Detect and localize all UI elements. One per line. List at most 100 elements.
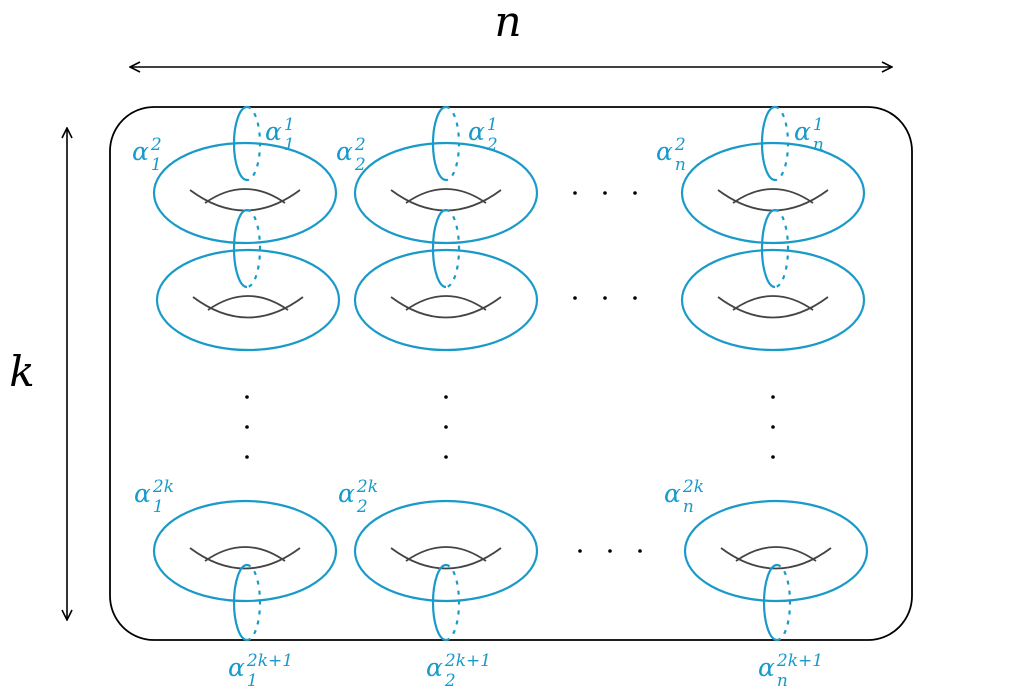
torus-hole-upper [735,546,817,562]
n-label: n [494,0,521,46]
torus [353,141,539,245]
alpha-symbol: α [338,479,355,508]
torus-hole-lower [192,296,304,319]
alpha-curve-front [760,208,776,289]
vertical-ellipsis-dot [245,455,249,459]
torus-hole-upper [732,188,814,204]
torus-hole-lower [717,189,829,212]
alpha-superscript: 2k+1 [246,651,293,671]
alpha-symbol: α [336,137,353,166]
alpha-curve-front [431,208,447,289]
alpha-curve-back [774,105,790,182]
torus [353,248,539,352]
alpha-curves-layer [232,105,792,642]
alpha-curve-back [246,105,262,182]
alpha-superscript: 2 [354,135,366,155]
torus-outline [353,141,539,245]
alpha-subscript: 1 [284,135,295,155]
alpha-superscript: 2 [674,135,686,155]
vertical-ellipsis-dot [245,395,249,399]
alpha-symbol: α [794,117,811,146]
alpha-superscript: 1 [813,115,824,135]
alpha-symbol: α [134,479,151,508]
alpha-curve-back [445,563,461,642]
alpha-subscript: n [777,671,788,691]
alpha-subscript: 2 [354,155,366,175]
torus-outline [680,141,866,245]
alpha-subscript: 2 [444,671,456,691]
alpha-curve-back [774,208,790,289]
alpha-curve-front [232,105,248,182]
alpha-symbol: α [426,653,443,682]
torus [683,499,869,603]
horizontal-ellipsis-dot [573,296,577,300]
torus-hole-upper [204,546,286,562]
alpha-subscript: 1 [151,155,162,175]
torus [353,499,539,603]
alpha-curve [232,208,262,289]
alpha-curve [431,105,461,182]
torus-hole-lower [720,547,832,570]
torus [152,499,338,603]
alpha-symbol: α [132,137,149,166]
horizontal-ellipsis-dot [573,191,577,195]
alpha-curve-front [431,105,447,182]
torus-outline [683,499,869,603]
torus-hole-upper [405,546,487,562]
alpha-curve-front [431,563,447,642]
alpha-superscript: 2k [356,477,378,497]
horizontal-ellipsis-dot [603,191,607,195]
vertical-ellipsis-dot [771,455,775,459]
ellipsis-layer [245,191,775,553]
alpha-curve-back [246,563,262,642]
alpha-superscript: 2k [152,477,174,497]
torus-hole-lower [189,189,301,212]
alpha-curve [232,563,262,642]
alpha-curve-back [445,105,461,182]
torus-outline [152,141,338,245]
k-label: k [9,347,34,396]
horizontal-ellipsis-dot [633,191,637,195]
alpha-superscript: 2 [150,135,162,155]
horizontal-ellipsis-dot [603,296,607,300]
torus-hole-upper [204,188,286,204]
alpha-curve-front [232,563,248,642]
alpha-subscript: n [675,155,686,175]
torus-hole-lower [717,296,829,319]
vertical-ellipsis-dot [771,425,775,429]
alpha-symbol: α [656,137,673,166]
alpha-curve-front [762,563,778,642]
torus-hole-upper [405,295,487,311]
torus-hole-lower [390,296,502,319]
alpha-curve [431,208,461,289]
torus-outline [353,248,539,352]
torus-hole-lower [390,547,502,570]
torus [152,141,338,245]
alpha-symbol: α [265,117,282,146]
alpha-curve-back [445,208,461,289]
alpha-curve-back [246,208,262,289]
vertical-ellipsis-dot [444,455,448,459]
alpha-symbol: α [758,653,775,682]
alpha-curve [762,563,792,642]
alpha-curve-front [760,105,776,182]
horizontal-ellipsis-dot [578,549,582,553]
torus [680,141,866,245]
torus [680,248,866,352]
torus-outline [680,248,866,352]
torus-hole-lower [189,547,301,570]
horizontal-ellipsis-dot [638,549,642,553]
torus-hole-upper [405,188,487,204]
alpha-symbol: α [664,479,681,508]
alpha-superscript: 1 [284,115,295,135]
horizontal-ellipsis-dot [608,549,612,553]
torus-outline [353,499,539,603]
